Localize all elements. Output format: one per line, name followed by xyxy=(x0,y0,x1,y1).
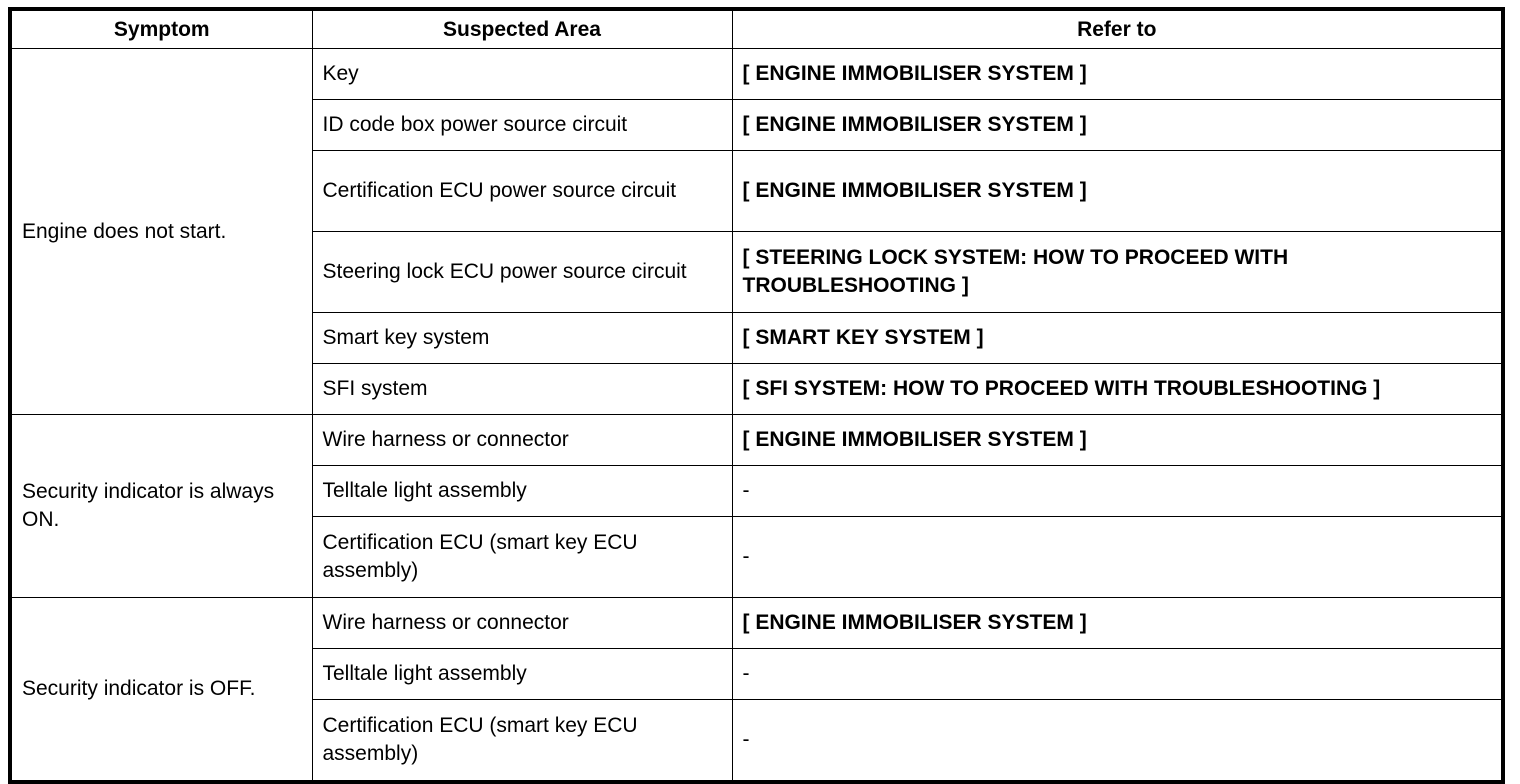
refer-to-cell: - xyxy=(731,648,1504,700)
refer-to-cell: - xyxy=(731,465,1504,517)
refer-to-cell: [ ENGINE IMMOBILISER SYSTEM ] xyxy=(731,414,1504,466)
refer-to-cell: - xyxy=(731,516,1504,598)
refer-to-cell: - xyxy=(731,699,1504,783)
suspected-area-cell: Telltale light assembly xyxy=(311,465,733,517)
table-row: Certification ECU power source circuit[ … xyxy=(10,150,1504,232)
suspected-area-cell: Telltale light assembly xyxy=(311,648,733,700)
suspected-area-cell: Wire harness or connector xyxy=(311,414,733,466)
symptom-cell: Security indicator is OFF. xyxy=(9,597,313,783)
refer-to-cell: [ SFI SYSTEM: HOW TO PROCEED WITH TROUBL… xyxy=(731,363,1504,415)
table-header-row: Symptom Suspected Area Refer to xyxy=(9,8,1504,49)
table-row: Security indicator is always ON.Wire har… xyxy=(9,414,1504,598)
column-header-refer-to: Refer to xyxy=(731,8,1504,49)
suspected-area-cell: Wire harness or connector xyxy=(311,597,733,649)
refer-to-cell: [ STEERING LOCK SYSTEM: HOW TO PROCEED W… xyxy=(731,231,1504,313)
table-row: Steering lock ECU power source circuit[ … xyxy=(10,231,1504,313)
symptom-cell: Engine does not start. xyxy=(9,48,313,415)
suspected-area-cell: ID code box power source circuit xyxy=(311,99,733,151)
suspected-area-cell: Certification ECU power source circuit xyxy=(311,150,733,232)
symptom-troubleshooting-table: Symptom Suspected Area Refer to Engine d… xyxy=(8,7,1505,784)
symptom-cell: Security indicator is always ON. xyxy=(9,414,313,598)
refer-to-cell: [ SMART KEY SYSTEM ] xyxy=(731,312,1504,364)
suspected-area-cell: Steering lock ECU power source circuit xyxy=(311,231,733,313)
table-row: Engine does not start.Key[ ENGINE IMMOBI… xyxy=(9,48,1504,415)
suspected-area-cell: Smart key system xyxy=(311,312,733,364)
table-row: ID code box power source circuit[ ENGINE… xyxy=(10,99,1504,151)
refer-to-cell: [ ENGINE IMMOBILISER SYSTEM ] xyxy=(731,150,1504,232)
suspected-area-cell: Certification ECU (smart key ECU assembl… xyxy=(311,699,733,783)
page-root: Symptom Suspected Area Refer to Engine d… xyxy=(8,7,1505,784)
suspected-area-cell: Certification ECU (smart key ECU assembl… xyxy=(311,516,733,598)
refer-to-cell: [ ENGINE IMMOBILISER SYSTEM ] xyxy=(731,99,1504,151)
column-header-symptom: Symptom xyxy=(9,8,313,49)
column-header-suspected-area: Suspected Area xyxy=(311,8,733,49)
table-row: Telltale light assembly- xyxy=(10,465,1504,517)
refer-to-cell: [ ENGINE IMMOBILISER SYSTEM ] xyxy=(731,597,1504,649)
table-row: Smart key system[ SMART KEY SYSTEM ] xyxy=(10,312,1504,364)
refer-to-cell: [ ENGINE IMMOBILISER SYSTEM ] xyxy=(731,48,1504,100)
table-body: Symptom Suspected Area Refer to Engine d… xyxy=(9,8,1504,783)
table-row: Security indicator is OFF.Wire harness o… xyxy=(9,597,1504,783)
table-row: Certification ECU (smart key ECU assembl… xyxy=(10,516,1504,598)
suspected-area-cell: Key xyxy=(311,48,733,100)
suspected-area-cell: SFI system xyxy=(311,363,733,415)
